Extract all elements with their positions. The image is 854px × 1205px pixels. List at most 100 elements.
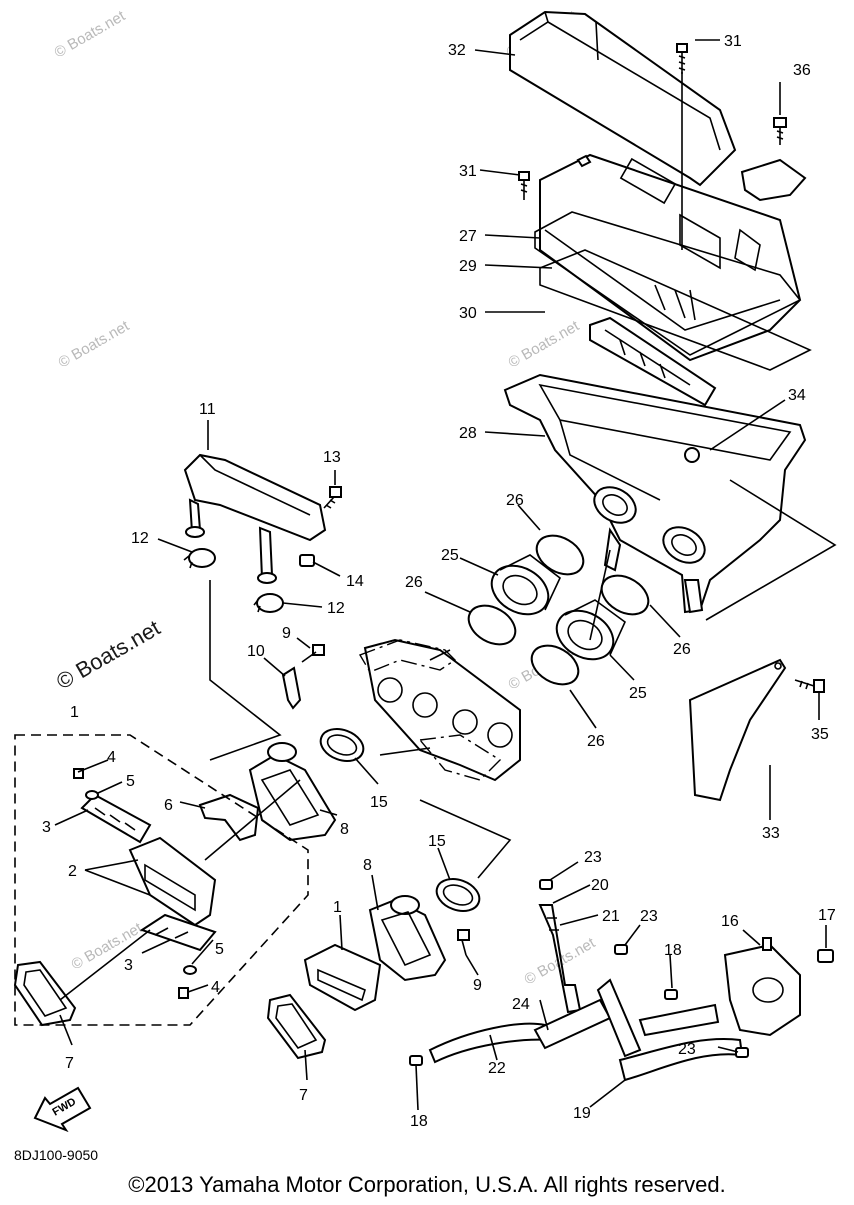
callout-23: 23 — [678, 1041, 696, 1058]
callout-23: 23 — [584, 849, 602, 866]
callout-1: 1 — [333, 899, 342, 916]
watermark-large: © Boats.net — [52, 615, 164, 694]
fwd-arrow-icon: FWD — [33, 1086, 92, 1133]
callout-13: 13 — [323, 449, 341, 466]
gasket-7-left — [13, 960, 77, 1027]
fuel-pump-16 — [723, 937, 801, 1037]
callout-27: 27 — [459, 228, 477, 245]
clip-23-low — [735, 1047, 749, 1058]
callouts: 32 31 36 31 27 29 30 34 28 11 13 12 14 1… — [42, 33, 836, 1130]
bolt-36 — [773, 117, 787, 145]
callout-22: 22 — [488, 1060, 506, 1077]
bolt-35 — [794, 679, 825, 693]
gasket-29 — [534, 211, 802, 356]
clip-18-a — [664, 989, 678, 1000]
clip-12-a — [183, 548, 216, 569]
callout-33: 33 — [762, 825, 780, 842]
callout-8: 8 — [340, 821, 349, 838]
callout-21: 21 — [602, 908, 620, 925]
nut-17 — [817, 949, 834, 963]
watermark: © Boats.net — [69, 919, 146, 973]
filter-30 — [539, 249, 812, 407]
clip-23-top — [539, 879, 553, 890]
callout-4: 4 — [211, 979, 220, 996]
callout-29: 29 — [459, 258, 477, 275]
reed-3-upper — [80, 793, 152, 844]
nut-14 — [299, 554, 315, 567]
clamp-15-upper — [319, 728, 365, 762]
callout-25: 25 — [441, 547, 459, 564]
plate-33 — [688, 658, 787, 802]
washer-5-bottom — [183, 965, 197, 975]
band-26-b — [467, 604, 517, 646]
hose-20-21 — [538, 904, 582, 1014]
bolt-31-side — [518, 171, 530, 200]
bolt-31-top — [676, 43, 688, 74]
copyright-footer: ©2013 Yamaha Motor Corporation, U.S.A. A… — [128, 1172, 725, 1197]
callout-2: 2 — [68, 863, 77, 880]
silencer-11 — [183, 453, 327, 584]
callout-5: 5 — [126, 773, 135, 790]
callout-31: 31 — [724, 33, 742, 50]
callout-16: 16 — [721, 913, 739, 930]
fastener-4-top — [73, 768, 84, 779]
callout-36: 36 — [793, 62, 811, 79]
band-26-a — [535, 534, 585, 576]
stay-10 — [281, 666, 302, 710]
callout-6: 6 — [164, 797, 173, 814]
manifold-8-upper — [248, 742, 337, 842]
callout-18: 18 — [664, 942, 682, 959]
throttle-body — [358, 638, 521, 782]
callout-9: 9 — [282, 625, 291, 642]
callout-5: 5 — [215, 941, 224, 958]
gasket-7-right — [266, 993, 327, 1060]
callout-12: 12 — [131, 530, 149, 547]
watermark: © Boats.net — [56, 317, 133, 371]
airbox-lower-28 — [503, 373, 807, 614]
reed-valve-2 — [128, 836, 217, 927]
callout-30: 30 — [459, 305, 477, 322]
callout-9: 9 — [473, 977, 482, 994]
bolt-9-top — [301, 644, 325, 663]
callout-7: 7 — [65, 1055, 74, 1072]
band-26-d — [530, 644, 580, 686]
manifold-8-lower — [368, 895, 447, 982]
callout-15: 15 — [428, 833, 446, 850]
hose-22 — [428, 1022, 552, 1064]
watermark: © Boats.net — [52, 7, 129, 61]
bolt-13 — [323, 486, 342, 509]
callout-28: 28 — [459, 425, 477, 442]
callout-8: 8 — [363, 857, 372, 874]
callout-34: 34 — [788, 387, 806, 404]
callout-7: 7 — [299, 1087, 308, 1104]
connector-pipe — [596, 978, 720, 1058]
watermark: © Boats.net — [506, 317, 583, 371]
callout-26: 26 — [506, 492, 524, 509]
callout-23: 23 — [640, 908, 658, 925]
reed-valve-1-lower — [303, 943, 382, 1012]
callout-14: 14 — [346, 573, 364, 590]
leader-lines — [54, 39, 837, 1111]
callout-10: 10 — [247, 643, 265, 660]
callout-11: 11 — [199, 401, 216, 418]
callout-26: 26 — [405, 574, 423, 591]
callout-26: 26 — [673, 641, 691, 658]
airbox-cover-32 — [509, 10, 737, 187]
washer-5-top — [85, 790, 99, 800]
callout-32: 32 — [448, 42, 466, 59]
callout-19: 19 — [573, 1105, 591, 1122]
callout-31: 31 — [459, 163, 477, 180]
callout-1: 1 — [70, 704, 79, 721]
reed-valve-group — [14, 734, 309, 1026]
callout-20: 20 — [591, 877, 609, 894]
callout-12: 12 — [327, 600, 345, 617]
callout-3: 3 — [124, 957, 133, 974]
fastener-4-bottom — [178, 987, 189, 999]
callout-18: 18 — [410, 1113, 428, 1130]
joint-25-lower — [555, 599, 626, 661]
reed-3-lower — [139, 913, 217, 952]
cap-6 — [198, 793, 260, 842]
callout-35: 35 — [811, 726, 829, 743]
figure-code: 8DJ100-9050 — [14, 1147, 98, 1163]
